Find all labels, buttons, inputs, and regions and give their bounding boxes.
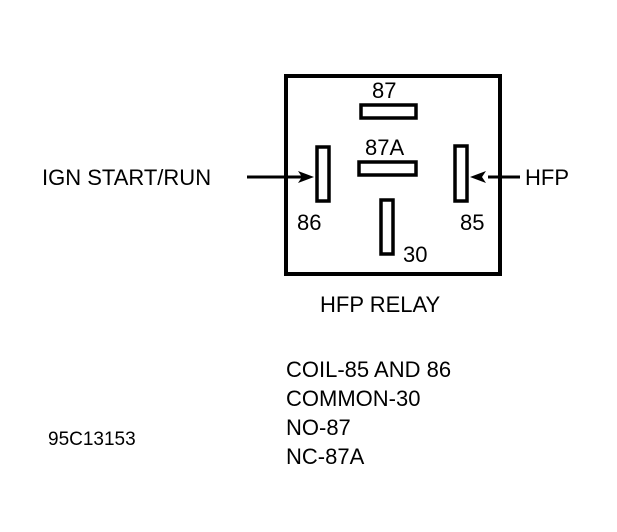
input-label-hfp: HFP (525, 165, 569, 190)
pin-label-87: 87 (372, 78, 397, 103)
pin-label-86: 86 (297, 210, 322, 235)
relay-title: HFP RELAY (320, 292, 441, 317)
legend-line: COMMON-30 (286, 386, 421, 411)
terminal-85 (453, 144, 469, 203)
terminal-87a (357, 160, 418, 177)
terminal-30 (379, 198, 395, 256)
pin-label-85: 85 (460, 210, 485, 235)
left-arrow-icon (298, 171, 314, 183)
legend-line: NO-87 (286, 415, 351, 440)
pin-label-30: 30 (403, 242, 428, 267)
figure-id: 95C13153 (48, 429, 136, 450)
terminal-legend: COIL-85 AND 86 COMMON-30 NO-87 NC-87A (286, 355, 451, 471)
right-arrow-icon (470, 171, 486, 183)
pin-label-87a: 87A (365, 135, 405, 160)
input-label-ign: IGN START/RUN (42, 165, 212, 190)
legend-line: NC-87A (286, 444, 365, 469)
legend-line: COIL-85 AND 86 (286, 357, 452, 382)
terminal-86 (315, 145, 331, 203)
terminal-87 (359, 103, 418, 120)
